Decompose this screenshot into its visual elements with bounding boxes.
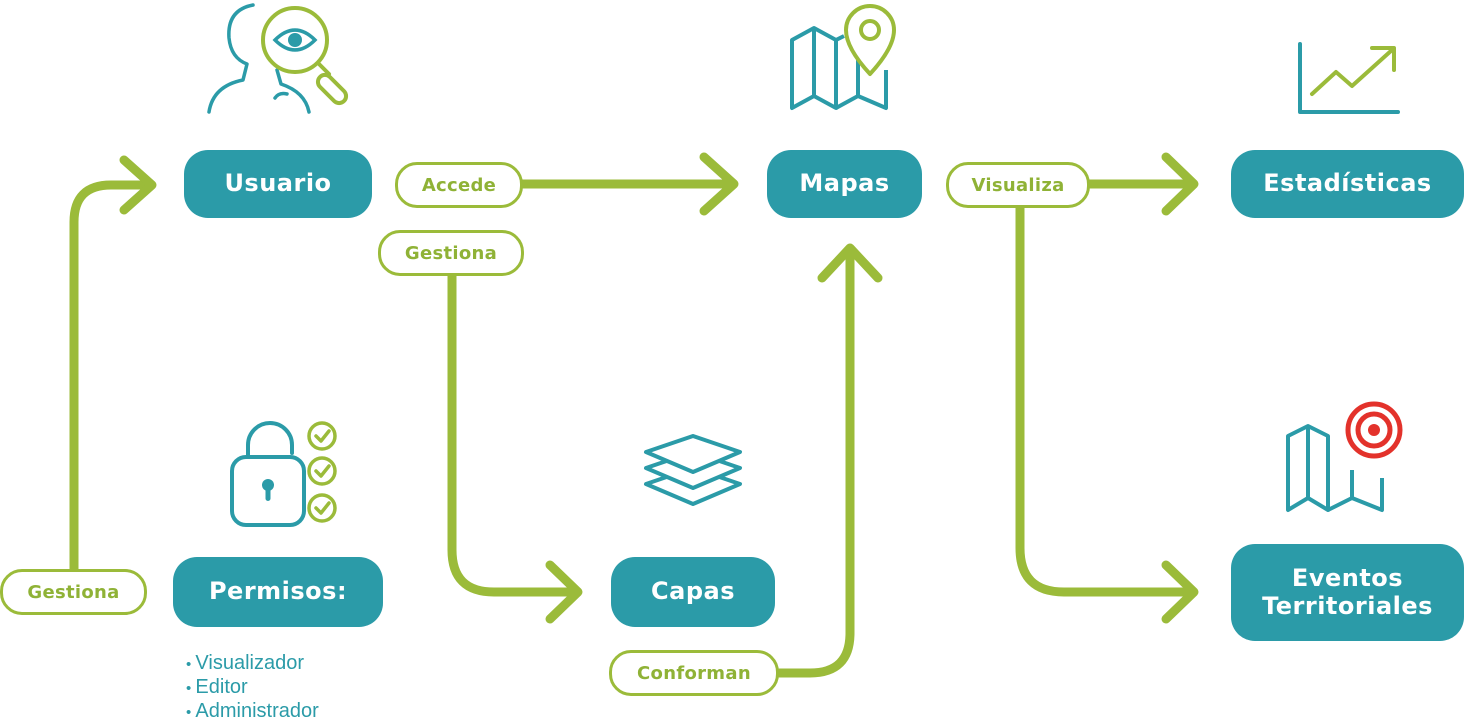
node-usuario[interactable]: Usuario xyxy=(184,150,372,218)
node-permisos[interactable]: Permisos: xyxy=(173,557,383,627)
node-estadisticas-label: Estadísticas xyxy=(1263,169,1432,198)
layers-icon xyxy=(644,434,742,506)
node-estadisticas[interactable]: Estadísticas xyxy=(1231,150,1464,218)
arrowhead-mapas-up xyxy=(817,243,883,283)
user-search-icon xyxy=(207,3,349,114)
map-target-icon xyxy=(1286,400,1404,512)
edge-label-gestiona-usuario: Gestiona xyxy=(0,569,147,615)
lock-checklist-icon xyxy=(230,421,337,527)
node-usuario-label: Usuario xyxy=(224,169,332,198)
edge-label-gestiona-capas: Gestiona xyxy=(378,230,524,276)
role-item: Administrador xyxy=(186,700,318,724)
edge-gestiona-capas xyxy=(447,267,581,597)
edge-conforman-mapas xyxy=(773,245,855,678)
trend-chart-icon xyxy=(1298,42,1400,114)
node-mapas[interactable]: Mapas xyxy=(767,150,922,218)
node-capas[interactable]: Capas xyxy=(611,557,775,627)
edge-label-gestiona-usuario-text: Gestiona xyxy=(27,581,120,603)
node-eventos-territoriales[interactable]: Eventos Territoriales xyxy=(1231,544,1464,641)
roles-list: Visualizador Editor Administrador xyxy=(186,652,319,724)
edge-label-gestiona-capas-text: Gestiona xyxy=(404,242,498,264)
edge-label-conforman-text: Conforman xyxy=(637,662,751,684)
node-mapas-label: Mapas xyxy=(799,169,890,198)
role-item: Visualizador xyxy=(186,652,319,676)
node-eventos-label-line1: Eventos xyxy=(1291,563,1404,592)
edge-label-conforman: Conforman xyxy=(609,650,779,696)
arrowhead-usuario xyxy=(119,155,157,215)
edge-visualiza-eventos xyxy=(1015,203,1197,597)
edge-gestiona-usuario xyxy=(69,180,155,575)
node-permisos-label: Permisos: xyxy=(208,577,348,606)
node-eventos-label-line2: Territoriales xyxy=(1262,591,1433,620)
role-item: Editor xyxy=(186,676,319,700)
edge-label-accede-text: Accede xyxy=(421,174,497,196)
arrowhead-mapas xyxy=(699,152,739,216)
map-pin-icon xyxy=(790,4,896,110)
arrowhead-eventos xyxy=(1161,560,1199,624)
node-capas-label: Capas xyxy=(651,577,735,606)
edge-label-visualiza: Visualiza xyxy=(946,162,1090,208)
edge-label-accede: Accede xyxy=(395,162,523,208)
edge-label-visualiza-text: Visualiza xyxy=(971,174,1065,196)
arrowhead-estadisticas xyxy=(1161,152,1199,216)
arrowhead-capas xyxy=(545,560,583,624)
